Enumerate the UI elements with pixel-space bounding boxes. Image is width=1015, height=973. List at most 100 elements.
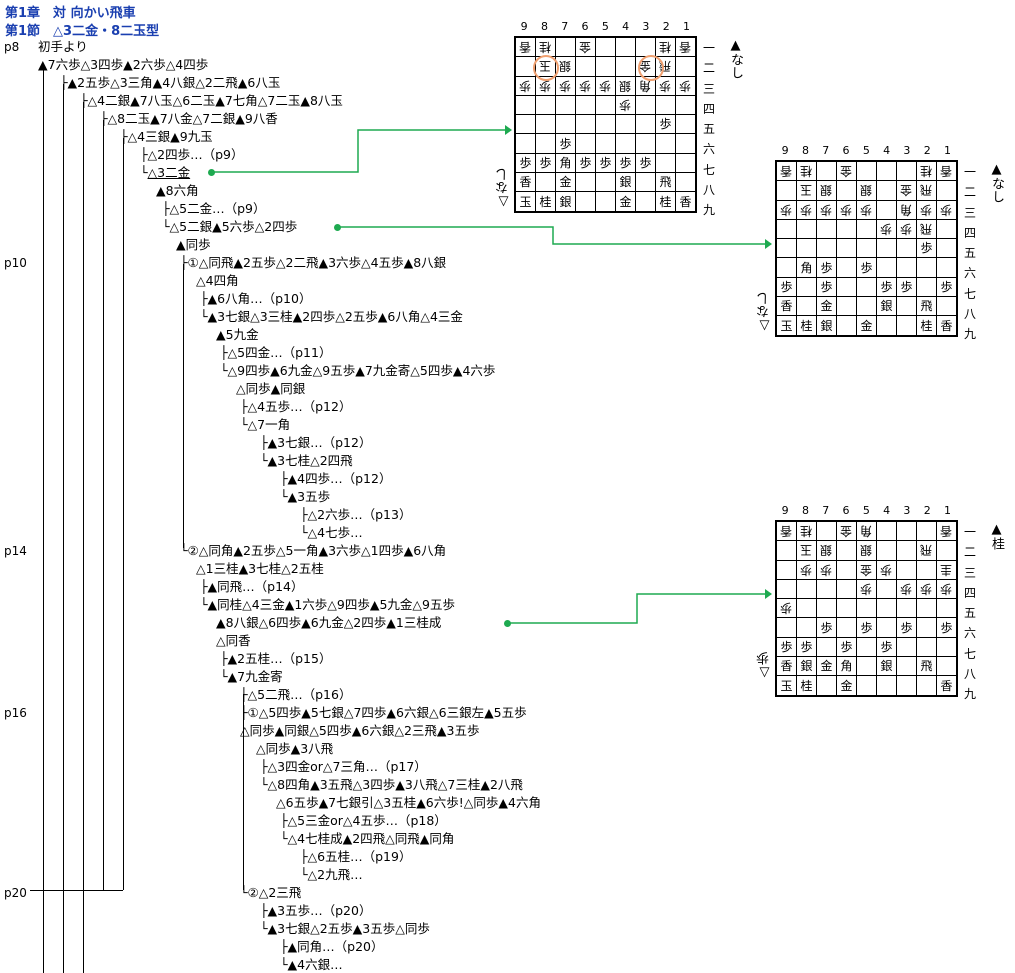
column-number: 4: [883, 144, 891, 157]
board-square: 歩: [535, 152, 556, 174]
board-square: 飛: [916, 218, 937, 240]
board-square: 歩: [816, 257, 837, 278]
black-hand-label: ▲桂: [989, 522, 1004, 550]
board-square: [836, 238, 857, 259]
board-square: 歩: [655, 75, 676, 96]
board-square: 桂: [796, 160, 817, 182]
shogi-piece: 香: [519, 40, 532, 55]
board-square: 桂: [796, 675, 817, 697]
row-number: 四: [964, 585, 977, 600]
board-square: [916, 675, 937, 697]
shogi-piece: 歩: [639, 155, 652, 170]
row-number: 六: [703, 142, 716, 157]
board-square: [936, 257, 958, 278]
board-square: 歩: [896, 617, 917, 638]
board-square: 飛: [916, 540, 937, 561]
shogi-piece: 香: [679, 194, 692, 209]
move-text: ①△同飛▲2五歩△2二飛▲3六歩△4五歩▲8八銀: [187, 255, 447, 270]
board-square: [856, 598, 877, 619]
shogi-piece: 金: [900, 183, 913, 198]
board-square: [595, 94, 616, 116]
tree-line: 初手より: [38, 39, 88, 55]
page-label-p14: p14: [4, 544, 27, 558]
board-square: 銀: [856, 540, 877, 561]
tree-line: └△2九飛…: [300, 867, 363, 883]
move-text: ▲6八角…（p10）: [207, 291, 312, 306]
shogi-piece: 桂: [800, 524, 813, 539]
board-square: 歩: [796, 199, 817, 220]
shogi-piece: 歩: [780, 601, 793, 616]
board-square: [876, 520, 897, 542]
arrow-1-head: [505, 125, 512, 135]
shogi-piece: 銀: [880, 299, 893, 314]
board-square: [635, 172, 656, 193]
tree-line: ├▲2五歩△3三角▲4八銀△2二飛▲6八玉: [60, 75, 280, 91]
board-square: 香: [775, 656, 797, 677]
tree-line: ├①△5四歩▲5七銀△7四歩▲6六銀△6三銀左▲5五歩: [240, 705, 527, 721]
shogi-piece: 歩: [940, 620, 953, 635]
board-square: [936, 238, 958, 259]
board-square: 銀: [555, 191, 576, 213]
shogi-piece: 歩: [880, 222, 893, 237]
shogi-piece: 歩: [860, 260, 873, 275]
column-number: 5: [862, 504, 870, 517]
board-square: 歩: [595, 75, 616, 96]
shogi-piece: 歩: [860, 582, 873, 597]
board-square: 玉: [514, 191, 536, 213]
tree-vline: [103, 120, 104, 890]
board-square: [896, 540, 917, 561]
shogi-board: 香桂金角香玉銀銀飛歩歩金歩圭歩歩歩歩歩歩歩歩歩歩歩歩歩香銀金角銀飛玉桂金香: [775, 520, 958, 697]
column-number: 5: [601, 20, 609, 33]
shogi-piece: 歩: [599, 155, 612, 170]
board-square: [675, 94, 697, 116]
board-square: [936, 598, 958, 619]
tree-line: ├△4三銀▲9九玉: [120, 129, 213, 145]
board-square: [796, 218, 817, 240]
board-square: 桂: [916, 315, 937, 337]
column-number: 8: [801, 144, 809, 157]
board-square: [876, 160, 897, 182]
column-number: 8: [801, 504, 809, 517]
tree-line: ├△3四金or△7三角…（p17）: [260, 759, 427, 775]
branch-glyph: ├: [280, 939, 288, 954]
branch-dot: [208, 169, 215, 176]
shogi-piece: 歩: [920, 582, 933, 597]
board-square: 歩: [555, 75, 576, 96]
move-text: △2六歩…（p13）: [307, 507, 412, 522]
board-square: [836, 180, 857, 201]
tree-line: ├▲3五歩…（p20）: [260, 903, 371, 919]
board-square: 銀: [816, 180, 837, 201]
board-square: 歩: [675, 75, 697, 96]
row-number: 四: [964, 225, 977, 240]
board-square: 香: [775, 520, 797, 542]
board-square: [836, 540, 857, 561]
branch-glyph: ├: [200, 291, 208, 306]
branch-glyph: └: [280, 831, 288, 846]
shogi-piece: 歩: [559, 136, 572, 151]
board-square: [535, 172, 556, 193]
board-square: 香: [936, 520, 958, 542]
board-square: [775, 238, 797, 259]
branch-glyph: ├: [200, 579, 208, 594]
board-square: 歩: [836, 199, 857, 220]
board-square: 金: [836, 520, 857, 542]
shogi-piece: 角: [840, 659, 853, 674]
branch-glyph: ├: [260, 759, 268, 774]
branch-glyph: ├: [300, 849, 308, 864]
tree-line: ├△8二玉▲7八金△7二銀▲9八香: [100, 111, 278, 127]
shogi-piece: 金: [559, 175, 572, 190]
row-number: 八: [964, 667, 977, 682]
column-number: 3: [903, 504, 911, 517]
move-text: △同歩▲3八飛: [256, 741, 334, 756]
board-square: [896, 160, 917, 182]
board-square: [836, 315, 857, 337]
shogi-piece: 金: [840, 164, 853, 179]
tree-line: └△4七歩…: [300, 525, 363, 541]
board-square: 歩: [936, 617, 958, 638]
board-square: [896, 675, 917, 697]
column-number: 1: [683, 20, 691, 33]
board-square: [796, 598, 817, 619]
board-square: 歩: [936, 199, 958, 220]
shogi-piece: 桂: [920, 318, 933, 333]
board-square: 歩: [615, 94, 636, 116]
